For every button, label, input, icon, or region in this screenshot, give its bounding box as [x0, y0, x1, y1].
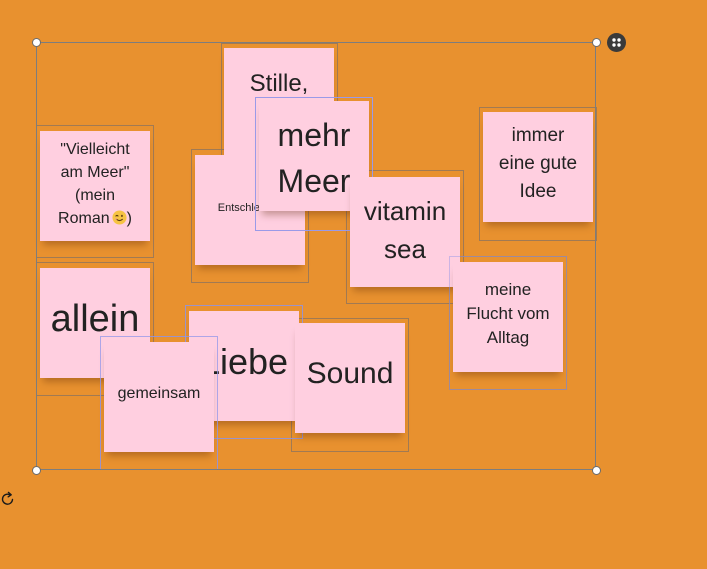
- sticky-note-vitamin[interactable]: vitamin sea: [350, 177, 460, 287]
- winking-face-icon: [112, 210, 127, 225]
- resize-handle-bottom-right[interactable]: [592, 466, 601, 475]
- note-text-vitamin: vitamin sea: [363, 196, 447, 264]
- note-text-mehr-meer: mehr Meer: [277, 117, 351, 199]
- note-text-allein: allein: [50, 298, 140, 340]
- note-text-sound: Sound: [306, 357, 394, 390]
- note-text-flucht: meine Flucht vom Alltag: [466, 280, 550, 347]
- note-outline-vitamin: [346, 170, 464, 304]
- selection-frame: [36, 42, 596, 470]
- resize-handle-bottom-left[interactable]: [32, 466, 41, 475]
- resize-handle-top-right[interactable]: [592, 38, 601, 47]
- note-text-roman: "Vielleicht am Meer" (mein Roman): [58, 141, 132, 227]
- group-button[interactable]: [607, 33, 626, 52]
- sticky-note-immer[interactable]: immer eine gute Idee: [483, 112, 593, 222]
- rotate-icon[interactable]: [0, 491, 16, 507]
- note-text-gemeinsam: gemeinsam: [117, 385, 201, 402]
- resize-handle-top-left[interactable]: [32, 38, 41, 47]
- sticky-note-allein[interactable]: allein: [40, 268, 150, 378]
- sticky-note-sound[interactable]: Sound: [295, 323, 405, 433]
- note-outline-immer: [479, 107, 597, 241]
- note-text-roman-content: "Vielleicht am Meer" (mein Roman: [58, 141, 130, 227]
- sticky-note-flucht[interactable]: meine Flucht vom Alltag: [453, 262, 563, 372]
- note-text-immer: immer eine gute Idee: [498, 125, 578, 202]
- note-text-liebe: Liebe: [199, 341, 289, 382]
- group-icon: [612, 38, 621, 47]
- note-outline-mehr-meer: [255, 97, 373, 231]
- sticky-note-roman[interactable]: "Vielleicht am Meer" (mein Roman): [40, 131, 150, 241]
- note-outline-flucht-highlight: [449, 256, 567, 390]
- note-text-entschleunigung: Entschleun: [217, 202, 273, 214]
- sticky-note-mehr-meer[interactable]: mehr Meer: [259, 101, 369, 211]
- sticky-note-gemeinsam[interactable]: gemeinsam: [104, 342, 214, 452]
